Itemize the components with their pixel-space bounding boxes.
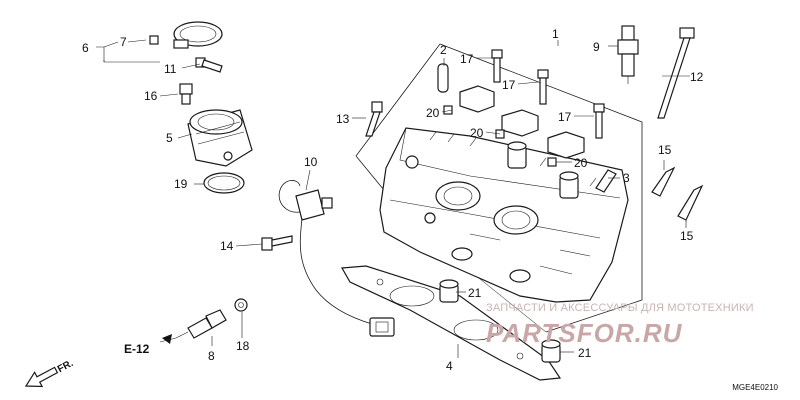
callout-labels: 1 2 3 4 5 6 7 8 9 10 11 12 13 14 15 15 1… [82,27,704,373]
sensor-8 [175,309,227,339]
callout-21b: 21 [578,346,592,360]
head-gasket [341,265,562,381]
callout-20b: 20 [470,126,484,140]
callout-20a: 20 [426,106,440,120]
watermark-logo: PARTSFOR.RU [486,318,683,348]
cylinder-head [379,127,629,303]
bolt-13 [365,101,383,137]
callout-4: 4 [446,359,453,373]
callout-8: 8 [208,349,215,363]
callout-17b: 17 [502,78,516,92]
sensor-harness [278,180,395,337]
callout-1: 1 [552,27,559,41]
screw-11 [195,57,223,73]
callout-12: 12 [690,70,704,84]
reference-label: E-12 [124,342,150,356]
front-direction: FR. [24,358,76,388]
washer-18 [234,298,248,312]
callout-13: 13 [336,112,350,126]
reference-marker: E-12 [124,334,177,356]
callout-17a: 17 [460,52,474,66]
watermark-subtitle: ЗАПЧАСТИ И АКСЕССУАРЫ ДЛЯ МОТОТЕХНИКИ [486,302,754,314]
front-label: FR. [56,358,76,375]
callout-5: 5 [166,131,173,145]
dowel-pins [439,279,561,363]
reference-arrow-icon [162,334,172,344]
callout-7: 7 [120,35,127,49]
bolt-16 [179,83,193,105]
callout-18: 18 [236,339,250,353]
leader-lines [96,39,690,358]
callout-20c: 20 [574,156,588,170]
front-arrow-icon [24,366,59,388]
spark-plug [617,25,639,84]
insulator-band [149,21,223,49]
callout-15b: 15 [680,229,694,243]
callout-17c: 17 [558,110,572,124]
diagram-code: MGE4E0210 [732,383,778,392]
cam-holder-bolts [491,49,605,139]
cam-holders [443,85,585,167]
callout-9: 9 [593,40,600,54]
callout-19: 19 [174,177,188,191]
callout-16: 16 [144,89,158,103]
bolt-14 [261,235,293,251]
callout-14: 14 [220,239,234,253]
callout-10: 10 [304,155,318,169]
intake-insulator [187,109,253,194]
callout-21a: 21 [468,286,482,300]
studs [651,166,704,221]
callout-3: 3 [623,171,630,185]
callout-11: 11 [164,62,177,76]
stud-and-sleeve [437,63,617,193]
callout-6: 6 [82,41,89,55]
callout-15a: 15 [658,143,672,157]
callout-2: 2 [440,43,447,57]
long-bolt [657,27,695,119]
